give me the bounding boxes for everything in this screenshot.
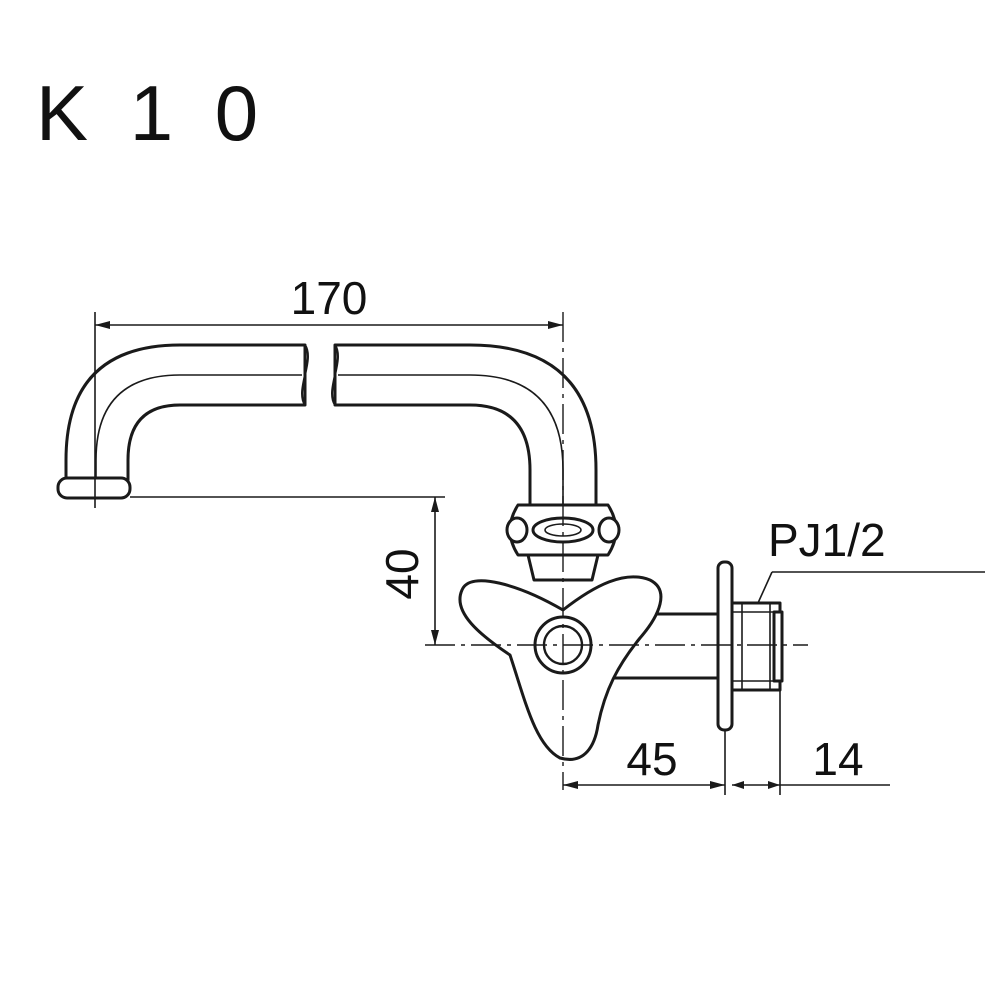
thread-leader: PJ1/2 (757, 514, 985, 604)
dimension-40: 40 (130, 496, 445, 645)
dimension-170: 170 (94, 272, 563, 508)
model-title: K 1 0 (36, 69, 268, 157)
dimension-45: 45 (563, 730, 726, 795)
thread-spec-label: PJ1/2 (768, 514, 886, 566)
spout (56, 343, 598, 507)
dimension-170-label: 170 (291, 272, 368, 324)
dimension-40-label: 40 (376, 548, 428, 599)
dimension-14-label: 14 (812, 733, 863, 785)
center-lines (425, 312, 808, 790)
dimension-14: 14 (732, 690, 890, 795)
dimension-45-label: 45 (626, 733, 677, 785)
